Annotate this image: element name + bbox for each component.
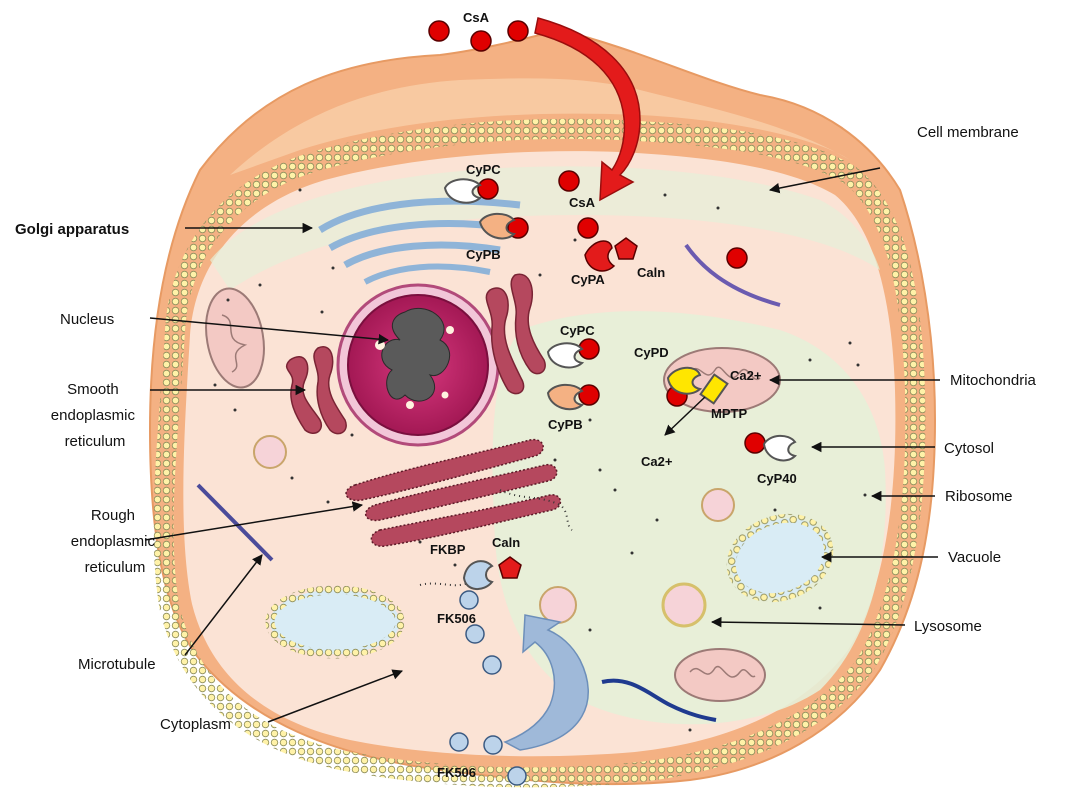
mitochondrion-left	[205, 287, 265, 389]
cypb-top-shape	[478, 212, 517, 240]
label-vacuole: Vacuole	[948, 549, 1001, 566]
cypc-top-shape	[443, 178, 483, 204]
label-nucleus: Nucleus	[60, 311, 114, 328]
microtubule-top-right	[684, 243, 781, 307]
vesicle-right	[701, 488, 735, 522]
calcineurin-top-shape	[614, 237, 638, 260]
vacuole-left	[265, 585, 405, 659]
mol-ca-in: Ca2+	[730, 368, 762, 383]
mol-caln-top: Caln	[637, 265, 665, 280]
cell-wall-highlight	[230, 78, 850, 175]
ca-efflux-arrow	[664, 396, 706, 436]
mitochondrion-bottom	[674, 648, 766, 702]
mol-fk506-outside: FK506	[437, 765, 476, 780]
mol-cypb-top: CyPB	[466, 247, 501, 262]
mol-cypb-mid: CyPB	[548, 417, 583, 432]
mol-caln-bottom: Caln	[492, 535, 520, 550]
mol-ca-out: Ca2+	[641, 454, 673, 469]
cypc-mid-shape	[546, 342, 585, 369]
cypb-mid-shape	[546, 383, 585, 411]
calcineurin-bottom-shape	[498, 556, 522, 579]
label-ribosome: Ribosome	[945, 488, 1013, 505]
cypd-shape	[666, 366, 703, 395]
csa-entry-arrow	[534, 17, 641, 202]
fkbp-shape	[462, 560, 494, 590]
label-microtubule: Microtubule	[78, 656, 156, 673]
cyp40-shape	[762, 434, 797, 462]
mol-cypa: CyPA	[571, 272, 605, 287]
label-lysosome: Lysosome	[914, 618, 982, 635]
mol-cypc-mid: CyPC	[560, 323, 595, 338]
microtubule-bottom	[601, 678, 717, 722]
label-cell-membrane: Cell membrane	[917, 124, 1019, 141]
fk506-entry-arrow	[503, 614, 589, 751]
mol-cypd: CyPD	[634, 345, 669, 360]
label-ser: Smooth endoplasmic reticulum	[51, 381, 139, 450]
lysosome	[661, 582, 707, 628]
cell-membrane-ring	[153, 118, 926, 788]
label-pointers	[144, 167, 940, 723]
mol-csa-inside: CsA	[569, 195, 596, 210]
cypa-shape	[584, 240, 616, 272]
vesicle-left	[253, 435, 287, 469]
label-golgi: Golgi apparatus	[15, 221, 129, 238]
rough-er	[345, 438, 562, 547]
fk506-molecules	[449, 590, 527, 786]
vesicle-mid	[539, 586, 577, 624]
label-cytoplasm: Cytoplasm	[160, 716, 231, 733]
mol-cypc-top: CyPC	[466, 162, 501, 177]
mol-mptp: MPTP	[711, 406, 747, 421]
mol-csa-outside: CsA	[463, 10, 490, 25]
microtubule-left	[196, 483, 274, 562]
mptp-shape	[699, 373, 729, 405]
cytosol-region-top	[210, 166, 880, 290]
vacuole-right	[726, 513, 834, 603]
label-rer: Rough endoplasmic reticulum	[71, 507, 159, 576]
mol-fkbp: FKBP	[430, 542, 466, 557]
ribosome-dots	[213, 188, 867, 732]
cytosol-region	[492, 311, 886, 725]
nucleus	[336, 283, 500, 447]
mol-cyp40: CyP40	[757, 471, 797, 486]
mol-fk506-inside: FK506	[437, 611, 476, 626]
label-cytosol: Cytosol	[944, 440, 994, 457]
label-mitochondria: Mitochondria	[950, 372, 1037, 389]
csa-molecules	[428, 20, 766, 454]
smooth-er	[285, 273, 546, 435]
